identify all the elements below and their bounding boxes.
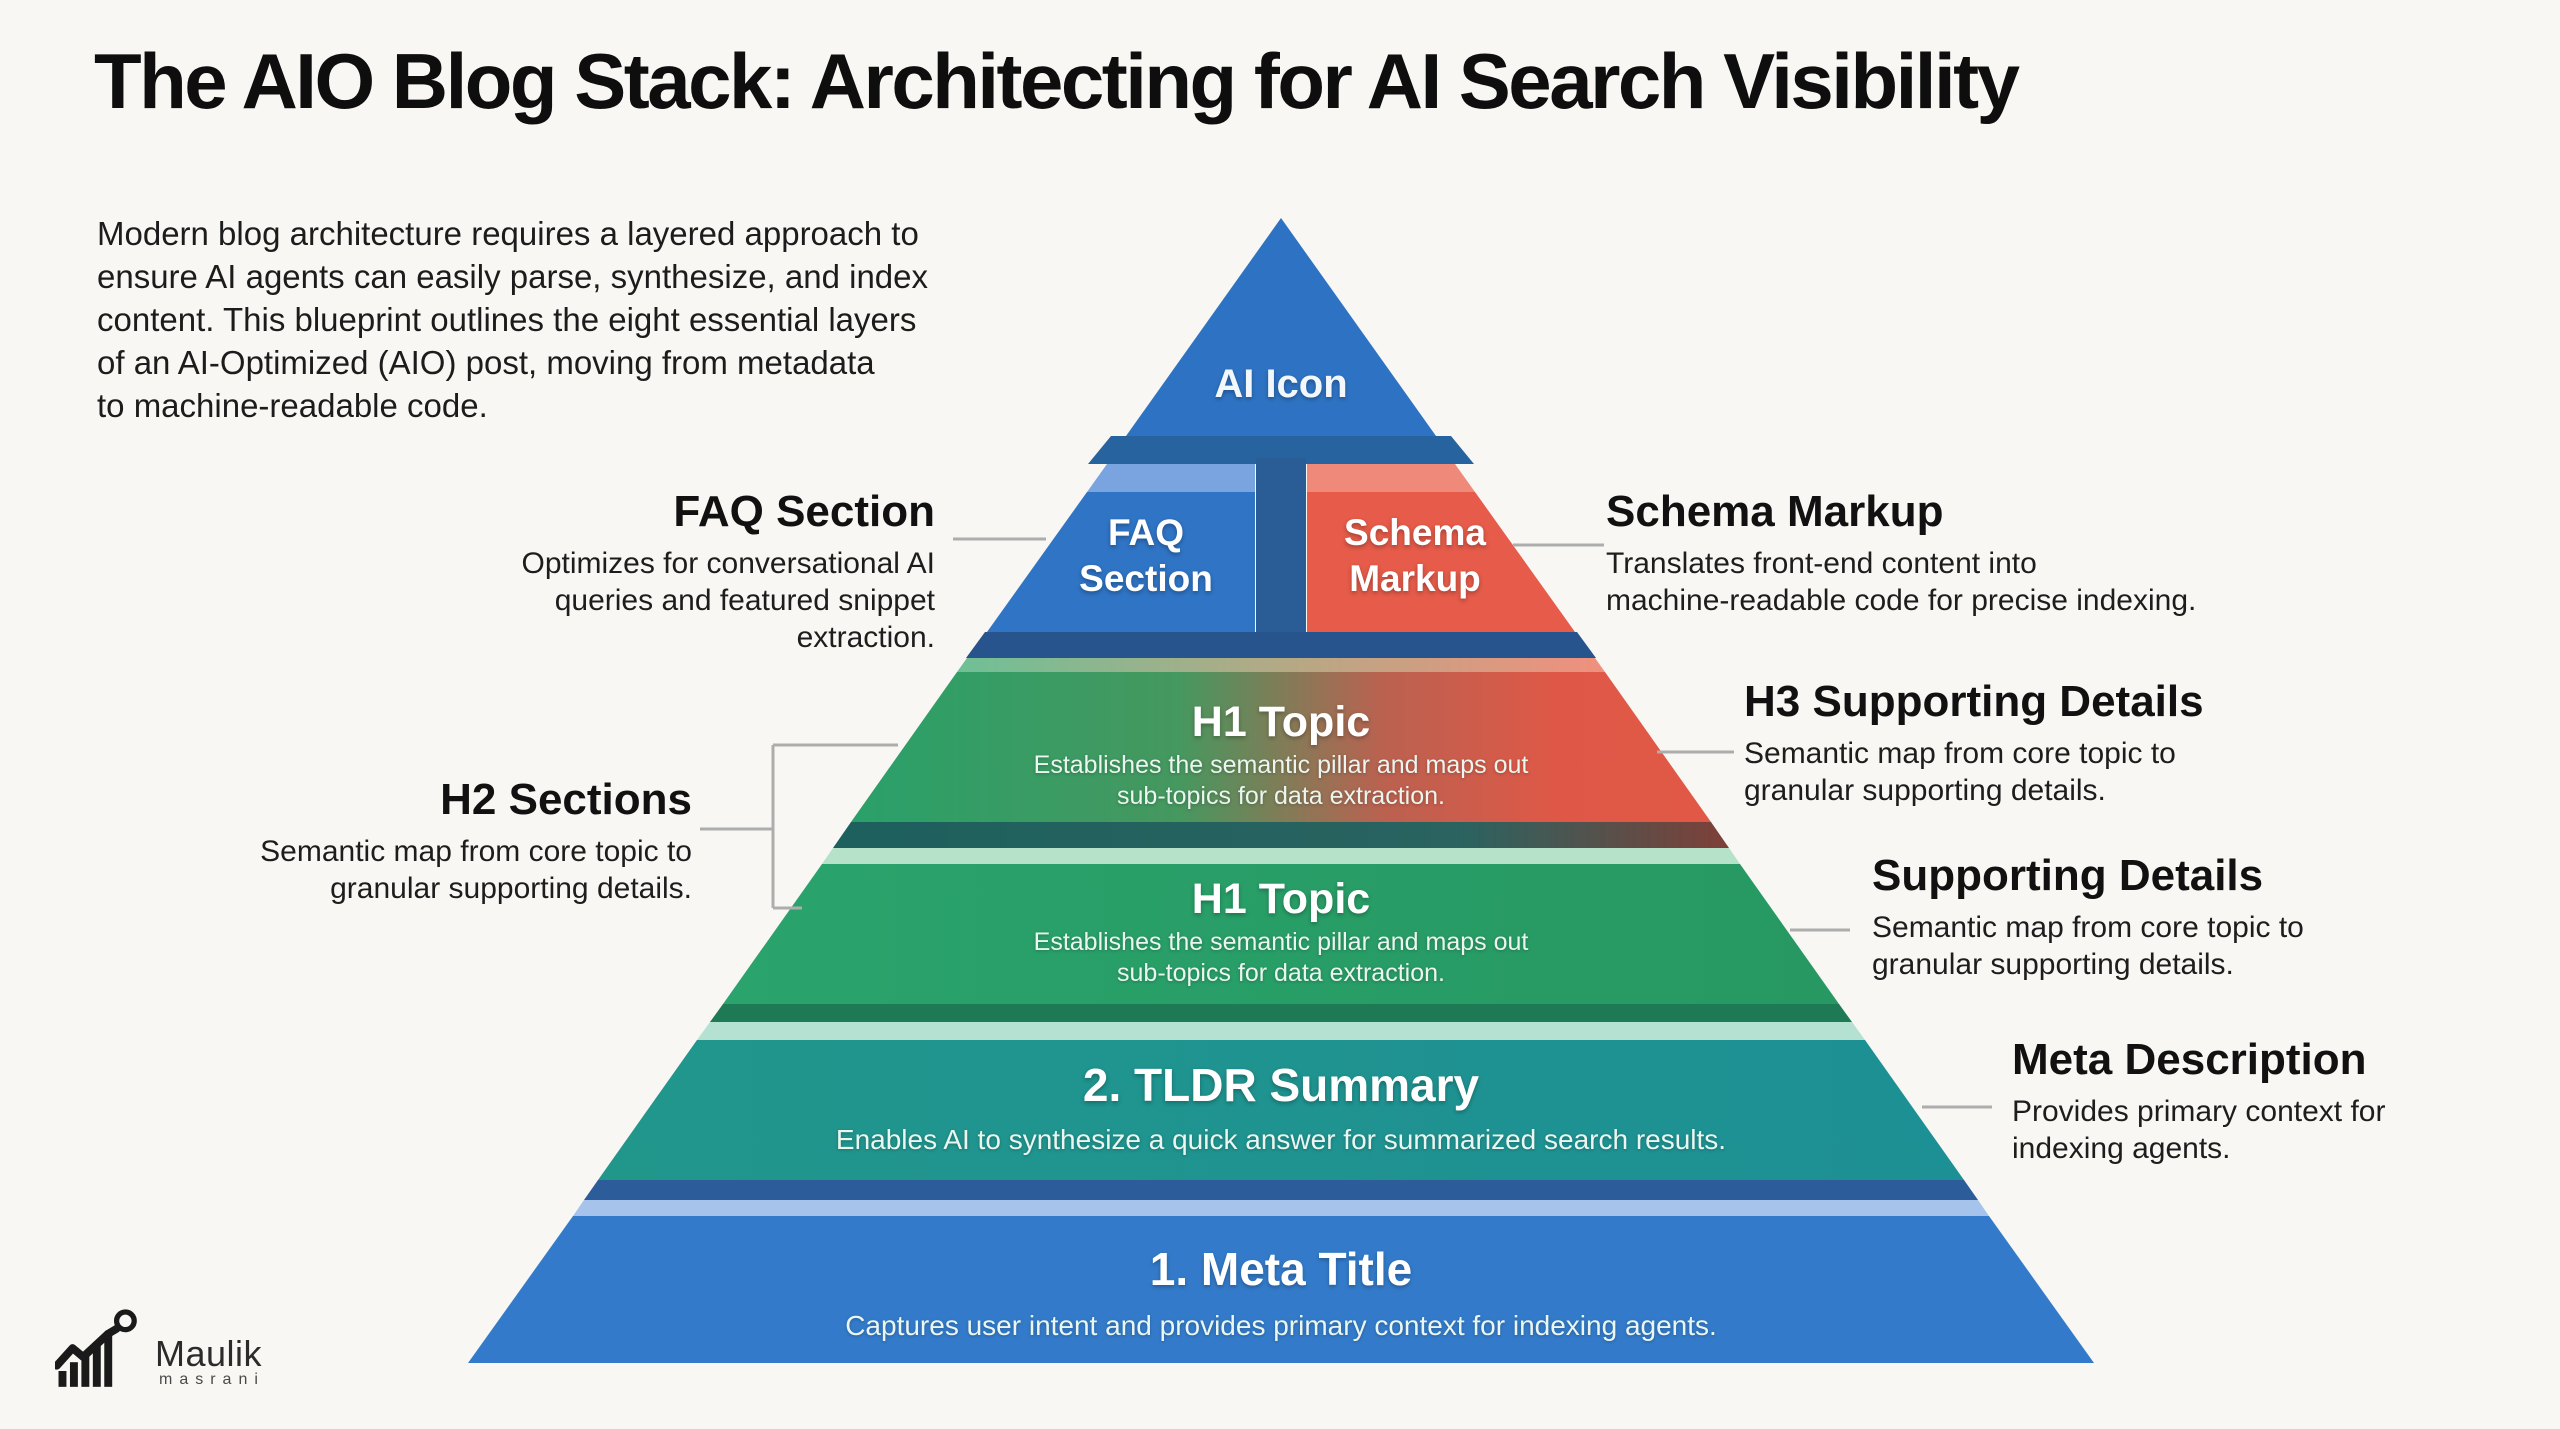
meta-title-bevel: [573, 1200, 1989, 1216]
h1-upper-desc-line: sub-topics for data extraction.: [1117, 782, 1445, 810]
intro-line: Modern blog architecture requires a laye…: [97, 215, 919, 252]
layer-tldr: 2. TLDR Summary Enables AI to synthesize…: [681, 1060, 1881, 1156]
logo-subname: masrani: [159, 1371, 265, 1388]
annotation-desc-line: indexing agents.: [2012, 1132, 2231, 1165]
annotation-supporting-details: Supporting Details Semantic map from cor…: [1872, 851, 2452, 983]
intro-line: of an AI-Optimized (AIO) post, moving fr…: [97, 344, 875, 381]
annotation-desc-line: Optimizes for conversational AI: [521, 547, 935, 580]
h1-lower-body: [723, 864, 1839, 1004]
layer-meta-title: 1. Meta Title Captures user intent and p…: [581, 1244, 1981, 1342]
intro-line: to machine-readable code.: [97, 387, 488, 424]
tldr-desc: Enables AI to synthesize a quick answer …: [835, 1124, 1727, 1155]
schema-label-line: Schema: [1344, 512, 1486, 553]
h1-upper-desc: Establishes the semantic pillar and maps…: [881, 750, 1681, 812]
brand-logo: Maulik masrani: [55, 1305, 375, 1405]
tldr-bevel: [697, 1022, 1865, 1040]
tldr-edge: [584, 1180, 1978, 1200]
h1-lower-desc-line: Establishes the semantic pillar and maps…: [1033, 928, 1529, 956]
faq-label-line: Section: [1079, 558, 1213, 599]
annotation-desc-line: machine-readable code for precise indexi…: [1606, 584, 2197, 617]
intro-paragraph: Modern blog architecture requires a laye…: [97, 212, 1057, 427]
h1-upper-desc-line: Establishes the semantic pillar and maps…: [1033, 751, 1529, 779]
annotation-heading: FAQ Section: [673, 487, 935, 536]
annotation-desc: Semantic map from core topic to granular…: [172, 833, 692, 907]
page-title: The AIO Blog Stack: Architecting for AI …: [94, 37, 2020, 125]
layer-schema-label: Schema Markup: [1295, 510, 1535, 602]
intro-line: ensure AI agents can easily parse, synth…: [97, 258, 929, 295]
h1-lower-desc: Establishes the semantic pillar and maps…: [881, 927, 1681, 989]
h1-upper-edge: [833, 822, 1729, 848]
h1-lower-desc-line: sub-topics for data extraction.: [1117, 959, 1445, 987]
tldr-title: 2. TLDR Summary: [1082, 1059, 1480, 1111]
annotation-desc: Optimizes for conversational AI queries …: [415, 545, 935, 656]
layer-ai-icon-label: AI Icon: [1214, 362, 1348, 406]
intro-line: content. This blueprint outlines the eig…: [97, 301, 917, 338]
annotation-h2-sections: H2 Sections Semantic map from core topic…: [172, 775, 692, 907]
annotation-heading: H3 Supporting Details: [1744, 677, 2204, 726]
annotation-desc: Provides primary context for indexing ag…: [2012, 1093, 2512, 1167]
annotation-desc-line: Semantic map from core topic to: [1744, 737, 2176, 770]
center-divider: [1256, 458, 1306, 660]
layer-faq-label: FAQ Section: [1026, 510, 1266, 602]
meta-title-title: 1. Meta Title: [1149, 1243, 1413, 1295]
faq-block-bevel: [1087, 464, 1255, 492]
annotation-desc-line: Translates front-end content into: [1606, 547, 2037, 580]
blocks-base-edge: [966, 632, 1596, 658]
annotation-desc-line: Provides primary context for: [2012, 1095, 2386, 1128]
schema-label-line: Markup: [1349, 558, 1481, 599]
faq-block-body: [987, 492, 1255, 632]
annotation-desc-line: granular supporting details.: [1744, 774, 2106, 807]
annotation-desc-line: Semantic map from core topic to: [1872, 911, 2304, 944]
h1-upper-title: H1 Topic: [1191, 698, 1371, 746]
h1-upper-bevel: [957, 658, 1605, 672]
annotation-desc: Semantic map from core topic to granular…: [1872, 909, 2452, 983]
annotation-desc-line: granular supporting details.: [1872, 948, 2234, 981]
apex-triangle: [1126, 218, 1436, 436]
annotation-heading: Meta Description: [2012, 1035, 2367, 1084]
annotation-heading: Supporting Details: [1872, 851, 2264, 900]
annotation-h3-supporting-details: H3 Supporting Details Semantic map from …: [1744, 677, 2384, 809]
connector-lines: [700, 537, 1992, 1109]
logo-name: Maulik: [155, 1333, 263, 1374]
annotation-meta-description: Meta Description Provides primary contex…: [2012, 1035, 2512, 1167]
annotation-desc: Semantic map from core topic to granular…: [1744, 735, 2384, 809]
bar-chart-magnifier-icon: [55, 1309, 137, 1387]
annotation-desc-line: queries and featured snippet extraction.: [554, 584, 935, 654]
meta-title-body: [468, 1216, 2094, 1363]
h1-lower-bevel: [822, 848, 1740, 864]
annotation-heading: Schema Markup: [1606, 487, 1944, 536]
annotation-desc-line: Semantic map from core topic to: [260, 835, 692, 868]
h1-upper-body: [851, 672, 1711, 822]
layer-h1-lower: H1 Topic Establishes the semantic pillar…: [881, 875, 1681, 989]
schema-block-bevel: [1307, 464, 1475, 492]
faq-label-line: FAQ: [1107, 512, 1185, 553]
h1-lower-title: H1 Topic: [1191, 875, 1371, 923]
schema-block-body: [1307, 492, 1575, 632]
annotation-schema-markup: Schema Markup Translates front-end conte…: [1606, 487, 2246, 619]
annotation-faq-section: FAQ Section Optimizes for conversational…: [415, 487, 935, 656]
annotation-heading: H2 Sections: [440, 775, 692, 824]
h1-lower-edge: [710, 1004, 1852, 1022]
tldr-body: [598, 1040, 1964, 1180]
layer-h1-upper: H1 Topic Establishes the semantic pillar…: [881, 698, 1681, 812]
annotation-desc-line: granular supporting details.: [330, 872, 692, 905]
annotation-desc: Translates front-end content into machin…: [1606, 545, 2246, 619]
meta-title-desc: Captures user intent and provides primar…: [845, 1310, 1717, 1341]
apex-plinth: [1088, 436, 1474, 464]
